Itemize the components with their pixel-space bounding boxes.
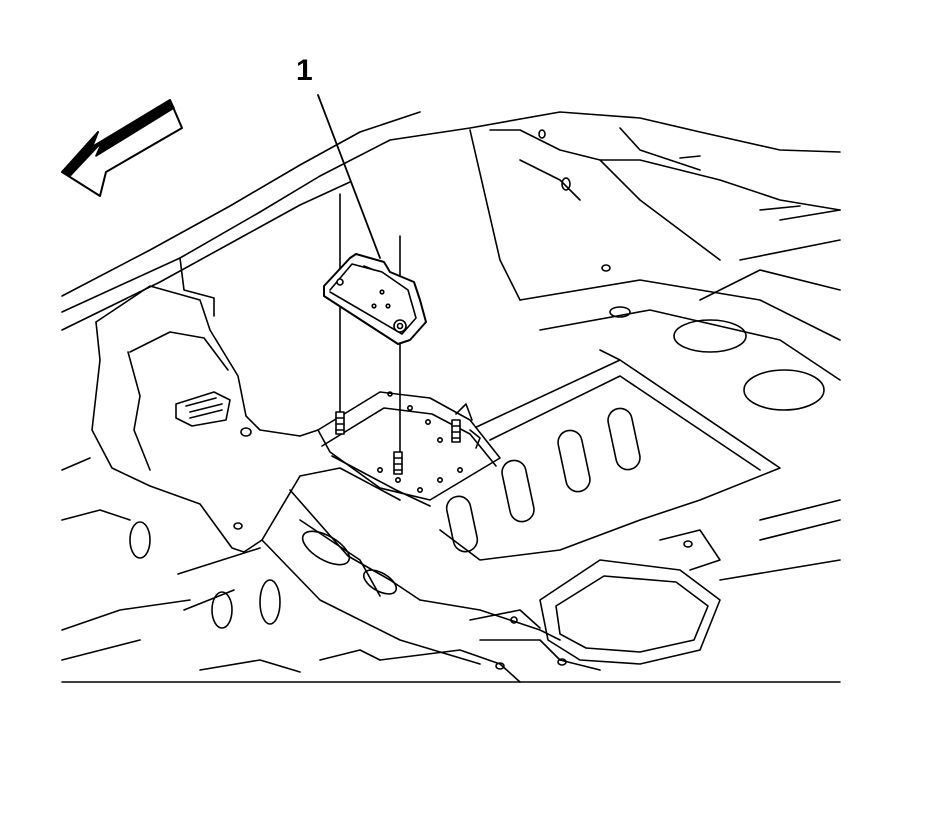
storage-well <box>540 500 840 664</box>
right-side-rail <box>470 128 840 300</box>
callout-leader-line <box>318 95 380 258</box>
left-seat-riser <box>92 286 300 552</box>
module-mounting-plate <box>318 392 500 506</box>
forward-arrow-icon <box>62 100 182 196</box>
rear-floor-panel <box>440 350 780 560</box>
bracket-item-1 <box>324 254 426 344</box>
rear-cross-member <box>520 210 840 410</box>
center-tunnel <box>130 430 480 664</box>
floor-pan-outline <box>62 112 840 682</box>
callout-label-1: 1 <box>296 54 313 87</box>
front-cross-member <box>200 600 600 682</box>
